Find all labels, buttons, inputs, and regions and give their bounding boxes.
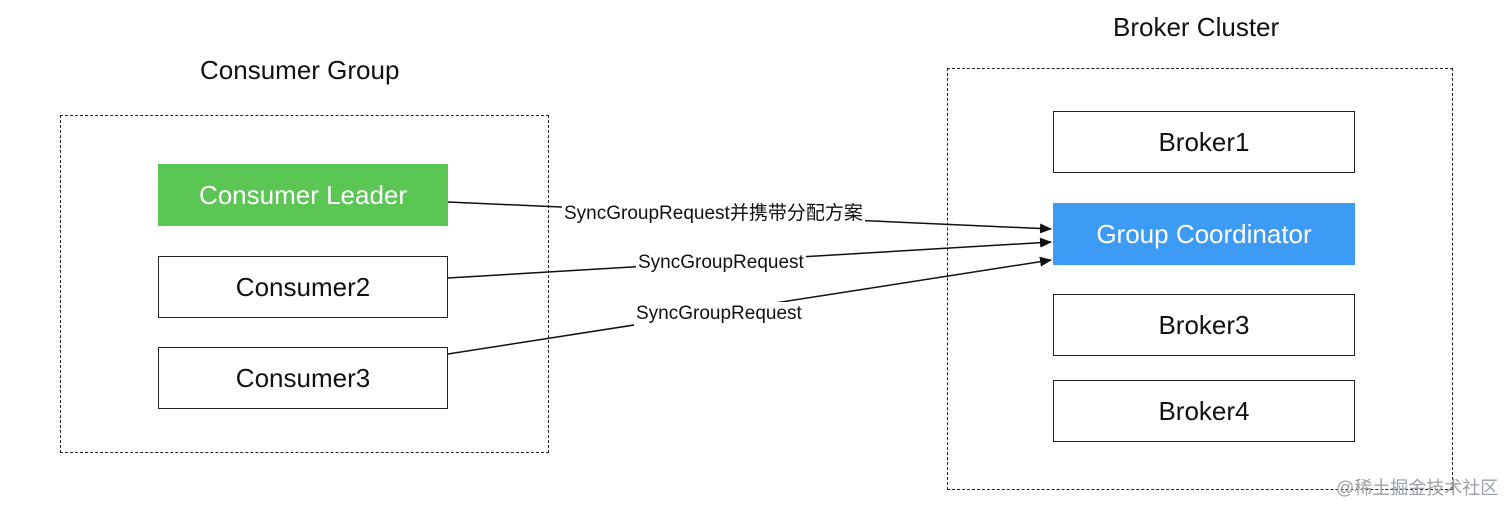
broker4-node: Broker4 (1053, 380, 1355, 442)
group-coordinator-node: Group Coordinator (1053, 203, 1355, 265)
edge-label-consumer3: SyncGroupRequest (634, 302, 804, 326)
broker1-node: Broker1 (1053, 111, 1355, 173)
consumer2-node: Consumer2 (158, 256, 448, 318)
broker-cluster-title: Broker Cluster (1113, 12, 1280, 42)
consumer-group-boundary (60, 115, 549, 453)
broker-cluster-boundary (947, 68, 1453, 490)
watermark: @稀土掘金技术社区 (1336, 478, 1499, 498)
broker3-node: Broker3 (1053, 294, 1355, 356)
consumer-group-title: Consumer Group (200, 55, 400, 85)
edge-label-consumer2: SyncGroupRequest (636, 251, 806, 275)
consumer-leader-node: Consumer Leader (158, 164, 448, 226)
consumer3-node: Consumer3 (158, 347, 448, 409)
edge-label-leader: SyncGroupRequest并携带分配方案 (562, 202, 865, 226)
